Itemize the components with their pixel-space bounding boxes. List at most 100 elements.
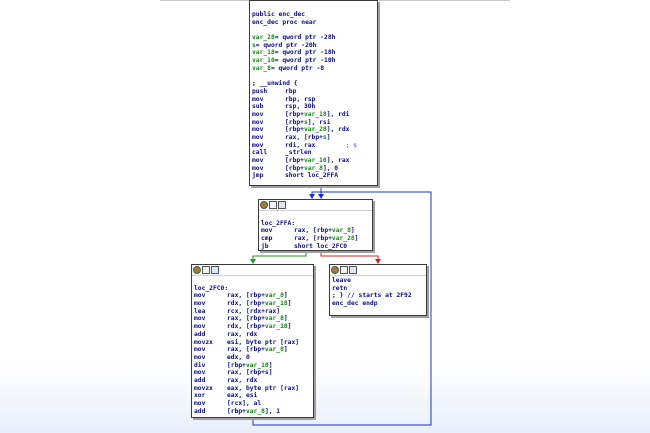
asm-line[interactable]: var_28= qword ptr -28h	[252, 34, 375, 42]
asm-line[interactable]: retn	[332, 285, 424, 293]
asm-operand: rax, [rbp+	[294, 235, 332, 243]
asm-mnemonic: retn	[332, 284, 348, 292]
asm-line[interactable]: add[rbp+var_8], 1	[194, 408, 311, 416]
asm-line[interactable]: ; __unwind {	[252, 80, 375, 88]
asm-operand: rcx, [rdx+rax]	[227, 307, 281, 315]
asm-line[interactable]: mov[rbp+s], rsi	[252, 119, 375, 127]
asm-mnemonic: mov	[252, 95, 264, 103]
edge-true	[320, 251, 379, 262]
asm-variable[interactable]: var_8	[303, 164, 323, 172]
asm-line[interactable]: div[rbp+var_10]	[194, 362, 311, 370]
asm-variable[interactable]: var_8	[252, 64, 271, 72]
asm-mnemonic: movzx	[194, 384, 213, 392]
asm-variable[interactable]: var_8	[264, 315, 284, 323]
asm-line[interactable]: var_18= qword ptr -18h	[252, 49, 375, 57]
asm-variable[interactable]: var_8	[331, 227, 351, 235]
asm-line[interactable]: mov[rbp+var_8], 0	[252, 165, 375, 173]
asm-variable[interactable]: var_8	[264, 346, 284, 354]
asm-operand: [rbp+	[227, 407, 246, 415]
zoom-icon[interactable]	[211, 266, 219, 274]
asm-line[interactable]: mov[rbp+var_18], rdi	[252, 111, 375, 119]
asm-line[interactable]: var_8= qword ptr -8	[252, 65, 375, 73]
asm-operand: eax, byte ptr [rax]	[227, 384, 300, 392]
asm-line[interactable]: call_strlen	[252, 149, 375, 157]
asm-mnemonic: movzx	[194, 338, 213, 346]
asm-variable[interactable]: var_10	[303, 157, 327, 165]
asm-line[interactable]: enc_dec proc near	[252, 19, 375, 27]
asm-line[interactable]: loc_2FC0:	[194, 285, 311, 293]
graph-icon[interactable]	[202, 266, 210, 274]
zoom-icon[interactable]	[349, 266, 357, 274]
asm-variable[interactable]: var_8	[245, 407, 265, 415]
asm-line[interactable]: var_10= qword ptr -10h	[252, 57, 375, 65]
asm-line[interactable]	[261, 212, 370, 220]
asm-variable[interactable]: var_18	[264, 300, 288, 308]
asm-variable[interactable]: s	[303, 118, 308, 126]
asm-variable[interactable]: var_28	[303, 126, 327, 134]
graph-icon[interactable]	[269, 201, 277, 209]
color-icon[interactable]	[260, 201, 268, 209]
zoom-icon[interactable]	[278, 201, 286, 209]
asm-operand: [rbp+	[285, 126, 304, 134]
asm-operand: rdi, rax	[285, 141, 346, 149]
asm-line[interactable]	[194, 277, 311, 285]
asm-mnemonic: div	[194, 361, 206, 369]
asm-line[interactable]: leave	[332, 277, 424, 285]
asm-line[interactable]: mov[rcx], al	[194, 400, 311, 408]
asm-line[interactable]: s= qword ptr -20h	[252, 42, 375, 50]
graph-icon[interactable]	[340, 266, 348, 274]
asm-variable[interactable]: var_28	[252, 34, 275, 42]
color-icon[interactable]	[193, 266, 201, 274]
asm-operand: ]	[268, 361, 273, 369]
asm-variable[interactable]: s	[322, 134, 327, 141]
asm-line[interactable]: public enc_dec	[252, 11, 375, 19]
asm-line[interactable]	[252, 26, 375, 34]
asm-variable[interactable]: var_18	[303, 110, 327, 118]
color-icon[interactable]	[331, 266, 339, 274]
asm-variable[interactable]: var_8	[264, 292, 284, 300]
asm-variable[interactable]: var_18	[264, 323, 288, 331]
asm-line[interactable]: mov[rbp+var_28], rdx	[252, 126, 375, 134]
asm-line[interactable]: movzx eax, byte ptr [rax]	[194, 385, 311, 393]
asm-text: enc_dec endp	[332, 300, 378, 308]
edge-loop-back	[252, 191, 432, 426]
asm-variable[interactable]: var_10	[245, 361, 269, 369]
asm-variable[interactable]: s	[252, 41, 256, 49]
asm-line[interactable]: enc_dec endp	[332, 300, 424, 308]
asm-line[interactable]: ; } // starts at 2F92	[332, 292, 424, 300]
asm-line[interactable]: mov[rbp+var_10], rax	[252, 157, 375, 165]
asm-operand: ], rsi	[307, 118, 331, 126]
asm-variable[interactable]: var_18	[252, 49, 275, 57]
asm-variable[interactable]: var_10	[252, 57, 275, 65]
asm-line[interactable]: loc_2FFA:	[261, 220, 370, 228]
asm-operand: [rbp+	[285, 164, 304, 172]
asm-mnemonic: mov	[194, 400, 206, 407]
asm-variable[interactable]: var_28	[331, 235, 355, 243]
asm-operand: ], rdx	[326, 126, 350, 134]
